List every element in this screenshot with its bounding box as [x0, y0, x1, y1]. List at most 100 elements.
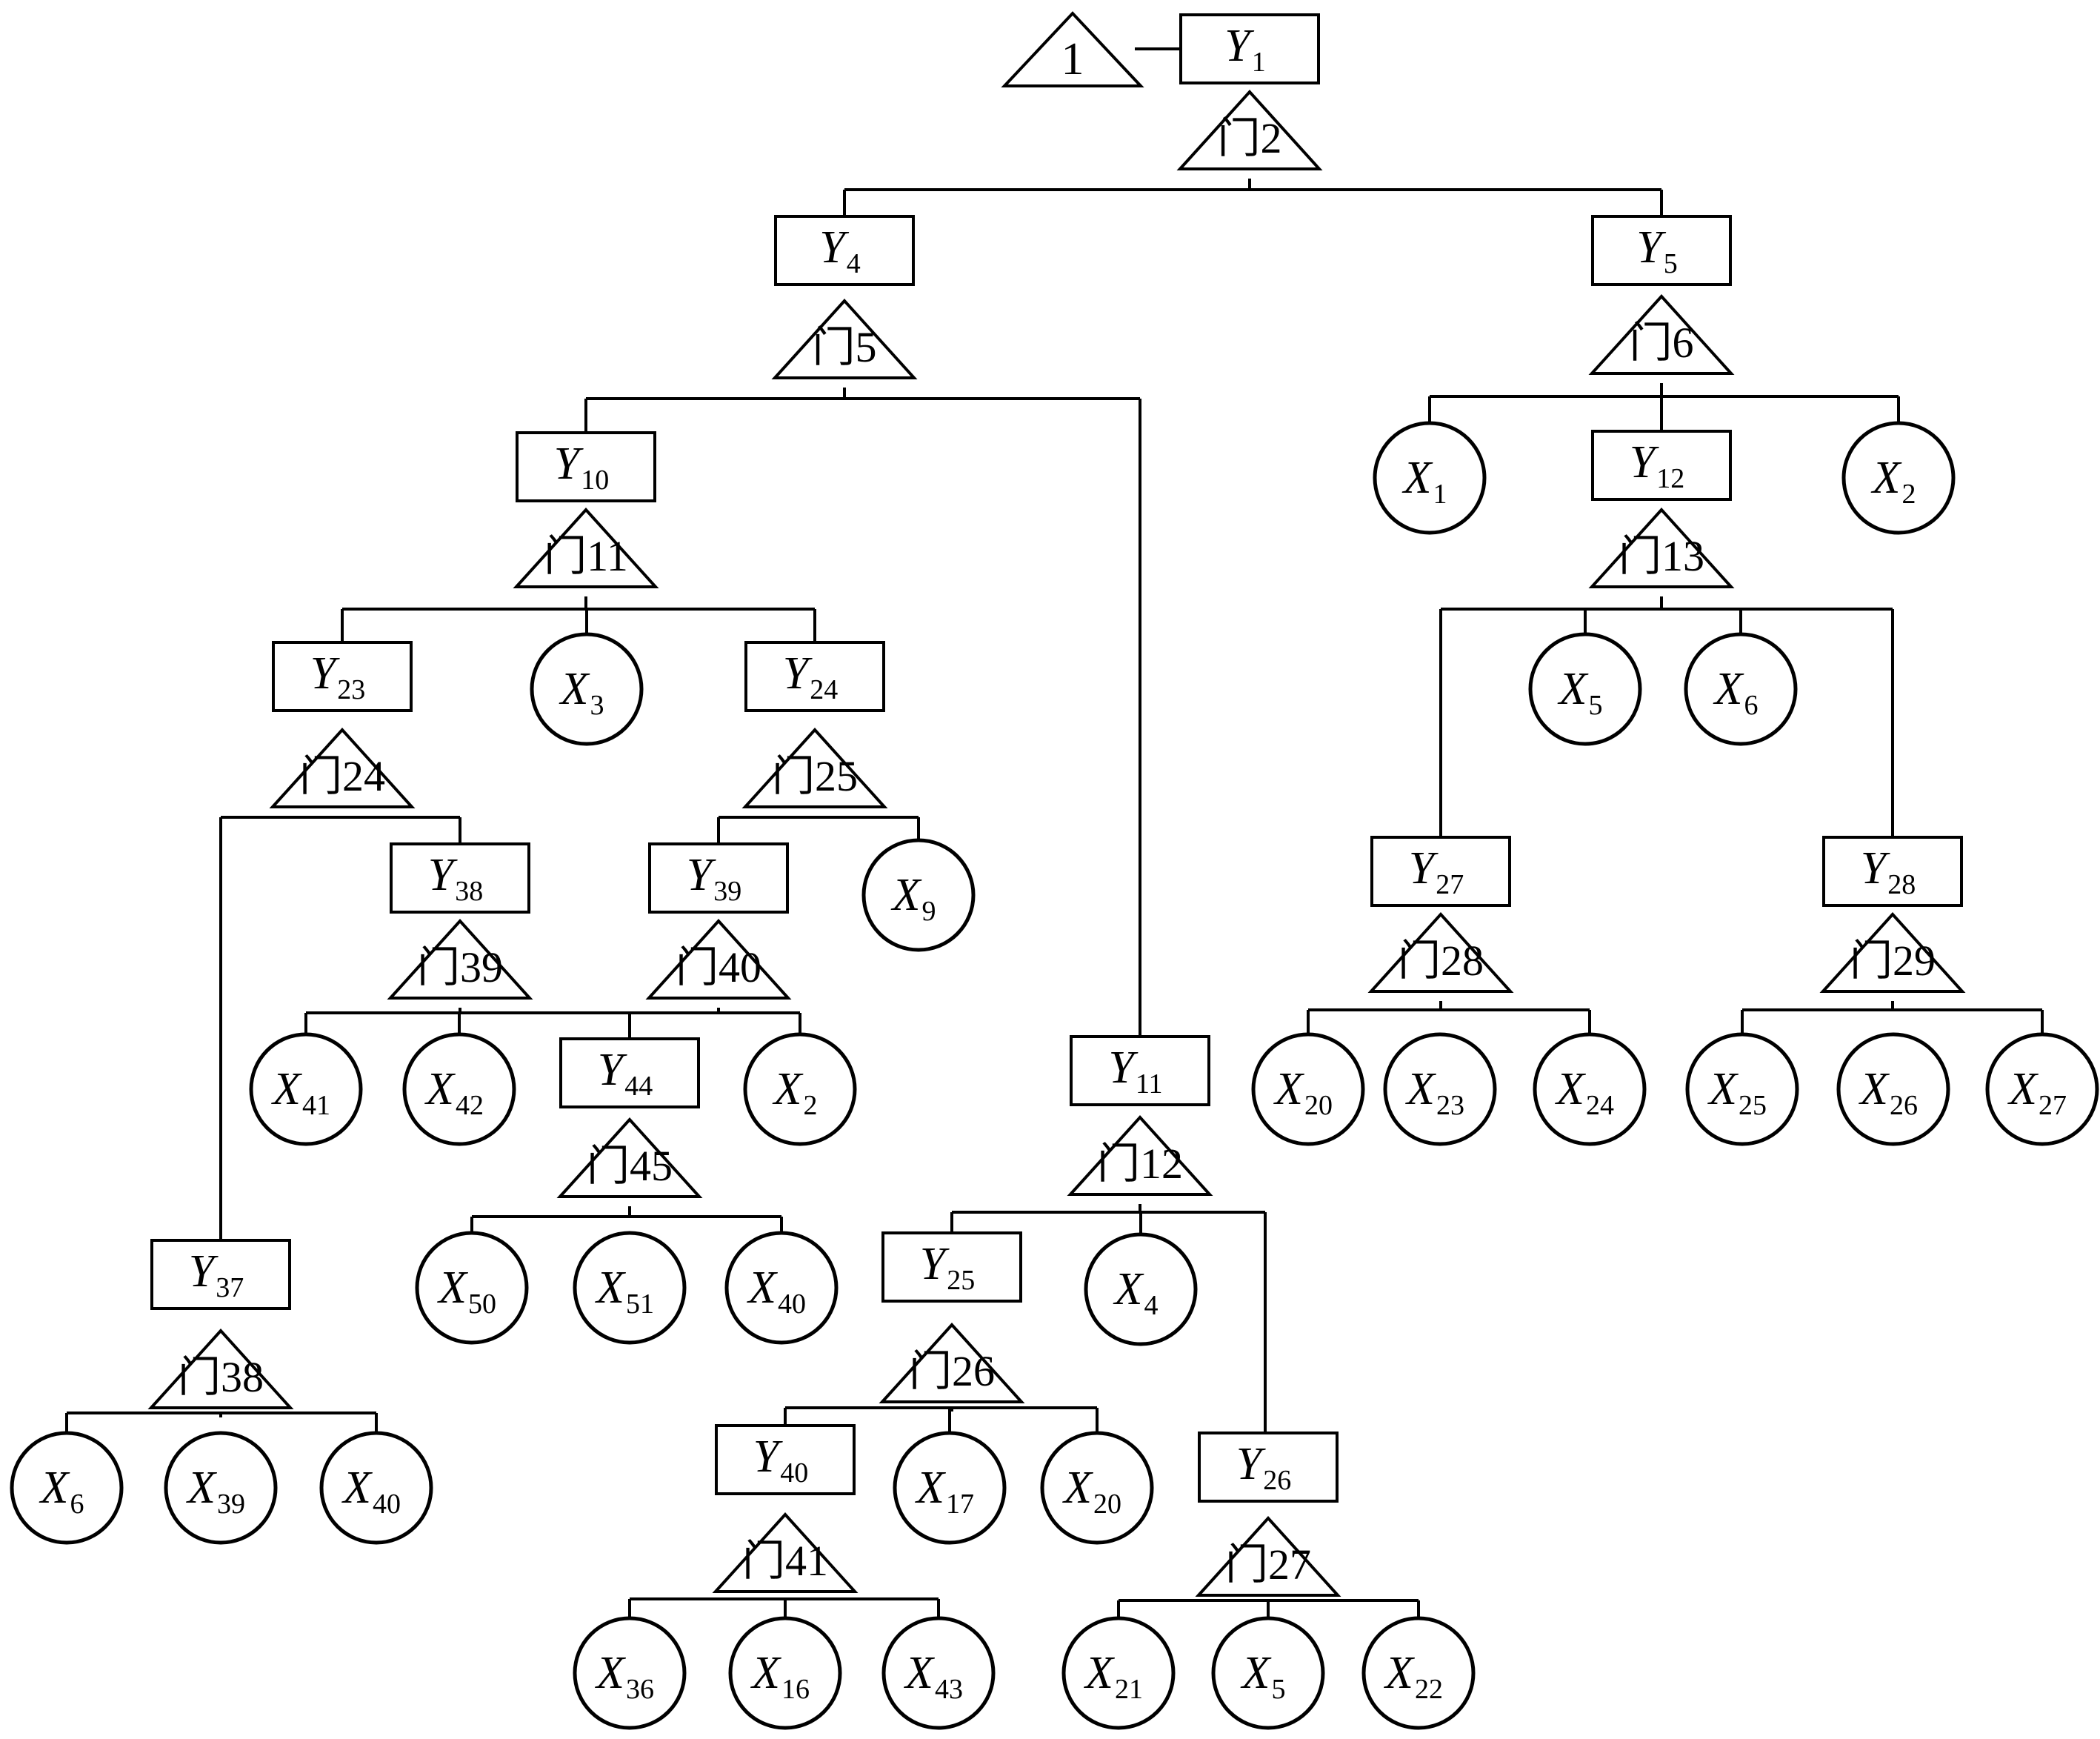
event-box-label: Y25: [920, 1239, 975, 1296]
basic-event-circle-shape: [573, 1616, 687, 1730]
basic-event-subscript: 17: [946, 1489, 974, 1520]
basic-event-letter: X: [436, 1263, 468, 1313]
basic-event-letter: X: [1273, 1064, 1304, 1114]
transfer-triangle-shape: [1001, 11, 1144, 87]
basic-event-subscript: 43: [935, 1674, 963, 1705]
event-box-rect: [1822, 836, 1963, 907]
basic-event-circle: X20: [1040, 1431, 1154, 1545]
event-box-letter: Y: [1236, 1439, 1266, 1489]
basic-event-circle: X36: [573, 1616, 687, 1730]
event-box-y24: Y24: [744, 641, 885, 712]
basic-event-label: X40: [341, 1463, 401, 1520]
basic-event-circle: X40: [724, 1231, 839, 1345]
basic-event-label: X20: [1273, 1064, 1333, 1121]
basic-event-letter: X: [1061, 1463, 1093, 1513]
basic-event-letter: X: [559, 664, 590, 714]
event-box-subscript: 44: [624, 1071, 653, 1102]
event-box-label: Y5: [1636, 222, 1677, 279]
basic-event-circle-shape: [402, 1032, 516, 1146]
basic-event-label: X24: [1554, 1064, 1614, 1121]
basic-event-circle: X6: [1684, 632, 1798, 746]
gate-triangle: [771, 299, 918, 379]
event-box-rect: [881, 1231, 1022, 1303]
basic-event-letter: X: [746, 1263, 778, 1313]
gate-g27: 门27: [1195, 1516, 1341, 1597]
basic-event-circle-shape: [319, 1431, 433, 1545]
basic-event-circle: X2: [743, 1032, 857, 1146]
event-box-y28: Y28: [1822, 836, 1963, 907]
event-box-letter: Y: [1861, 843, 1890, 894]
event-box-label: Y10: [554, 439, 609, 496]
basic-event-label: X39: [185, 1463, 245, 1520]
event-box-y26: Y26: [1198, 1432, 1339, 1503]
basic-event-subscript: 5: [1271, 1674, 1285, 1705]
event-box-label: Y26: [1236, 1439, 1291, 1496]
event-box-subscript: 27: [1436, 869, 1464, 900]
basic-event-label: X50: [436, 1263, 496, 1320]
basic-event-subscript: 20: [1093, 1489, 1121, 1520]
basic-event-letter: X: [1858, 1064, 1890, 1114]
basic-event-subscript: 3: [590, 690, 604, 721]
basic-event-label: X27: [2007, 1064, 2067, 1121]
basic-event-label: X5: [1240, 1648, 1286, 1705]
basic-event-label: X2: [772, 1064, 818, 1121]
basic-event-circle: X24: [1533, 1032, 1647, 1146]
gate-triangle: [387, 919, 533, 1000]
gate-g29: 门29: [1819, 912, 1966, 993]
basic-event-letter: X: [594, 1263, 626, 1313]
basic-event-subscript: 1: [1433, 479, 1447, 510]
event-box-subscript: 11: [1136, 1068, 1163, 1100]
basic-event-label: X17: [914, 1463, 974, 1520]
basic-event-letter: X: [39, 1463, 70, 1513]
basic-event-letter: X: [1404, 1064, 1436, 1114]
gate-label: 门41: [742, 1537, 828, 1585]
basic-event-circle-shape: [530, 632, 644, 746]
gate-label: 门28: [1398, 937, 1484, 985]
gate-g41: 门41: [712, 1512, 859, 1593]
basic-event-circle: X42: [402, 1032, 516, 1146]
basic-event-subscript: 22: [1415, 1674, 1443, 1705]
basic-event-label: X9: [890, 870, 936, 927]
basic-event-circle: X6: [10, 1431, 124, 1545]
gate-g13: 门13: [1588, 508, 1735, 588]
event-box-rect: [744, 641, 885, 712]
transfer-triangle: 1: [1001, 11, 1144, 87]
gate-label: 门38: [178, 1353, 264, 1401]
basic-event-label: X26: [1858, 1064, 1918, 1121]
event-box-label: Y24: [783, 648, 838, 705]
event-box-rect: [1591, 215, 1732, 286]
event-box-y1: Y1: [1179, 13, 1320, 84]
event-box-rect: [1591, 430, 1732, 501]
gate-g6: 门6: [1588, 294, 1735, 375]
basic-event-letter: X: [903, 1648, 935, 1698]
event-box-subscript: 4: [847, 248, 861, 279]
event-box-y12: Y12: [1591, 430, 1732, 501]
gate-g39: 门39: [387, 919, 533, 1000]
basic-event-subscript: 4: [1144, 1290, 1158, 1321]
basic-event-label: X6: [39, 1463, 84, 1520]
basic-event-letter: X: [1083, 1648, 1115, 1698]
basic-event-circle: X20: [1251, 1032, 1365, 1146]
event-box-subscript: 39: [713, 876, 741, 907]
transfer-triangle-label: 1: [1061, 34, 1084, 84]
gate-triangle: [1588, 294, 1735, 375]
basic-event-subscript: 2: [1901, 479, 1916, 510]
basic-event-letter: X: [1554, 1064, 1586, 1114]
basic-event-circle-shape: [1383, 1032, 1497, 1146]
basic-event-circle-shape: [1684, 632, 1798, 746]
event-box-y44: Y44: [559, 1037, 700, 1108]
basic-event-label: X5: [1557, 664, 1603, 721]
basic-event-circle-shape: [1985, 1032, 2099, 1146]
basic-event-label: X2: [1870, 453, 1916, 510]
basic-event-letter: X: [1557, 664, 1589, 714]
event-box-rect: [774, 215, 915, 286]
basic-event-subscript: 9: [921, 896, 936, 927]
event-box-letter: Y: [598, 1045, 627, 1095]
basic-event-circle: X9: [861, 838, 976, 952]
event-box-letter: Y: [189, 1246, 219, 1297]
event-box-y38: Y38: [390, 842, 530, 914]
basic-event-letter: X: [270, 1064, 302, 1114]
basic-event-letter: X: [1401, 453, 1433, 503]
event-box-rect: [1179, 13, 1320, 84]
event-box-label: Y37: [189, 1246, 244, 1303]
